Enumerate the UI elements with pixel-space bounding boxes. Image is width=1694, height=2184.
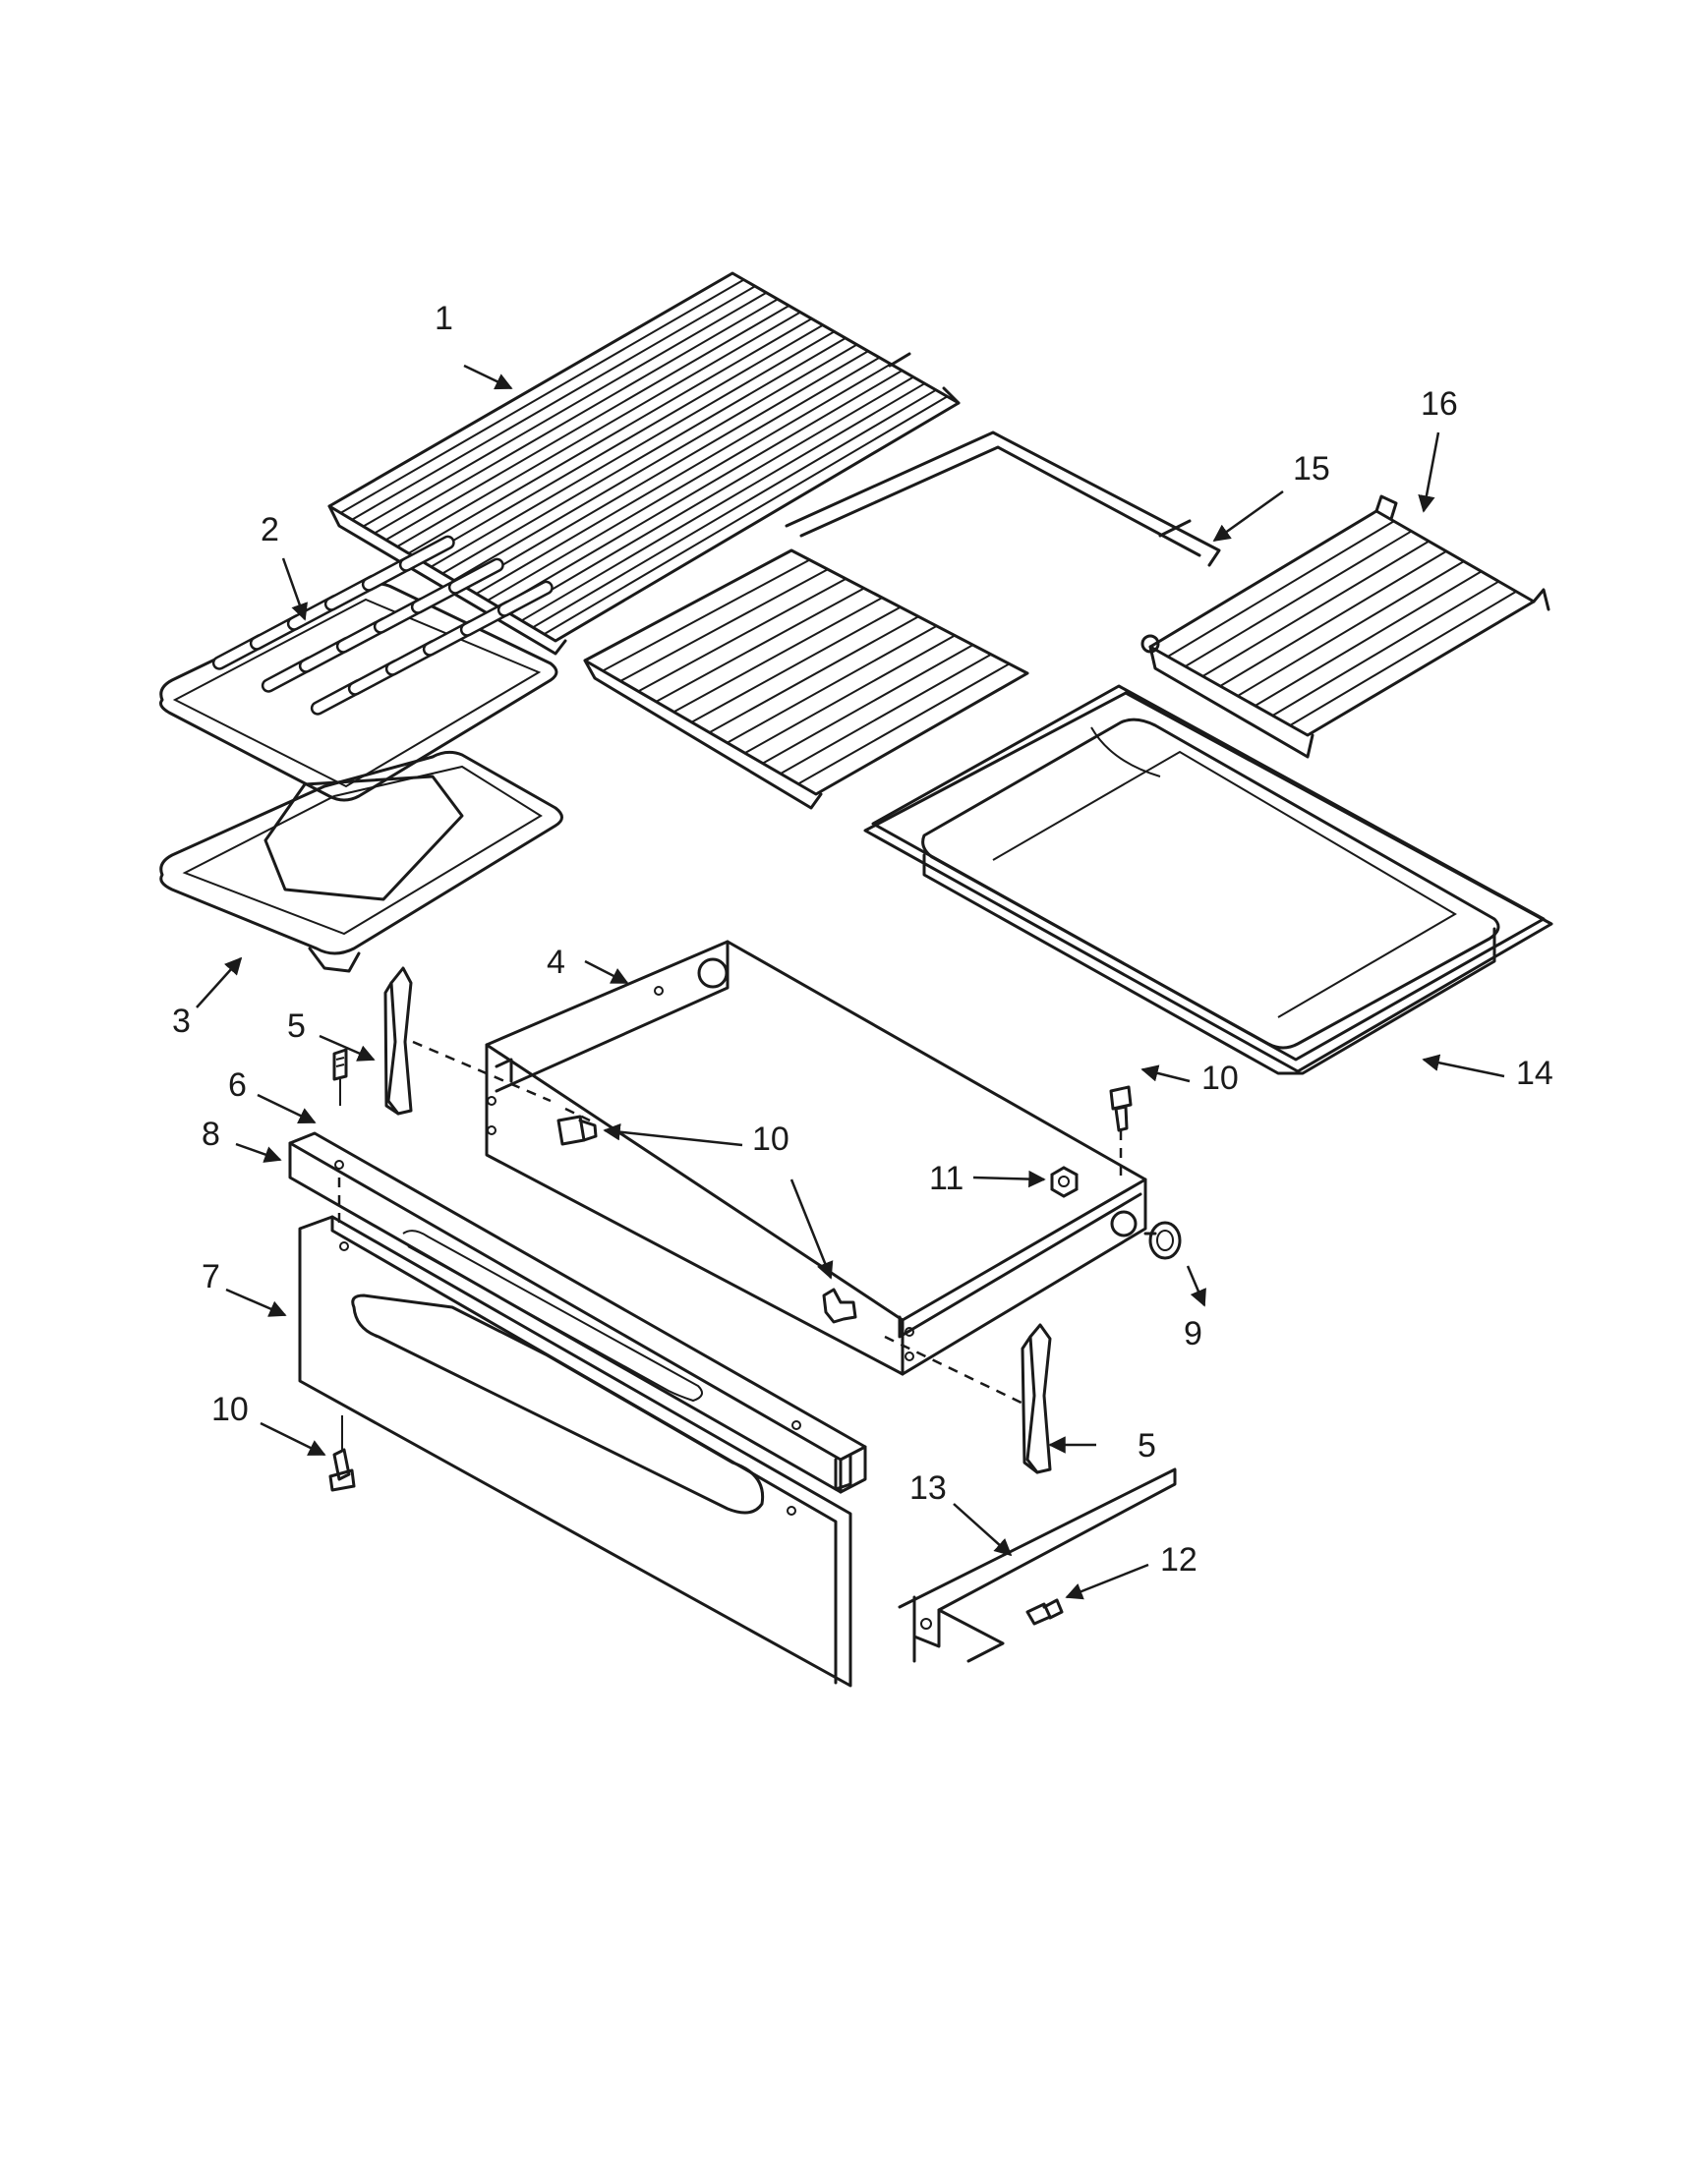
rack-bar	[1201, 540, 1430, 677]
callout-9: 9	[1184, 1315, 1202, 1352]
callout-15: 15	[1293, 450, 1330, 488]
callout-8: 8	[202, 1116, 220, 1153]
broiler-grid	[159, 535, 558, 802]
rack-bar	[384, 305, 790, 542]
rack-bar	[797, 662, 1011, 785]
callout-5-left: 5	[287, 1007, 306, 1045]
screw-top-left	[332, 1048, 348, 1106]
drawer-slide-right	[1021, 1323, 1052, 1474]
rack-bar	[475, 356, 881, 595]
rack-bar	[1271, 580, 1499, 717]
rack-bar	[497, 370, 904, 608]
screw-drawer-left	[556, 1115, 598, 1146]
rack-bar	[520, 382, 926, 622]
rack-bar	[709, 615, 919, 734]
rack-bar	[339, 278, 745, 514]
rail-screw	[1025, 1598, 1064, 1626]
rack-bar	[727, 625, 938, 744]
rack-bar	[509, 375, 914, 615]
leader-lines	[196, 364, 1505, 1600]
callout-4: 4	[547, 944, 565, 981]
rack-bar	[619, 568, 829, 682]
drawer-box	[485, 940, 1147, 1376]
rack-bar	[407, 317, 813, 554]
screw-drawer-right	[1109, 1085, 1133, 1132]
rack-bar	[396, 311, 801, 547]
rack-bar	[452, 343, 858, 582]
callout-labels: 1 2 3 4 5 5 6 7 8 9 10 10 10 10 11 12 13…	[172, 300, 1553, 1579]
callout-16: 16	[1421, 385, 1458, 423]
rack-bar	[672, 597, 883, 714]
callout-10-bottom-left: 10	[211, 1391, 249, 1428]
callout-12: 12	[1160, 1541, 1197, 1579]
callout-14: 14	[1516, 1055, 1553, 1092]
callout-1: 1	[435, 300, 453, 337]
rack-bar	[543, 395, 949, 636]
rack-bar	[744, 634, 956, 755]
rack-bar	[1219, 550, 1447, 687]
rack-bar	[780, 653, 992, 775]
broiler-slot	[497, 580, 554, 617]
rack-bar	[762, 644, 974, 765]
drawer-slide-left	[383, 966, 413, 1116]
rack-bar	[532, 388, 937, 629]
rack-bar	[464, 350, 869, 589]
rack-bar	[419, 323, 824, 561]
half-rack	[1140, 494, 1550, 759]
rack-bar	[487, 363, 892, 602]
callout-6: 6	[228, 1066, 247, 1104]
oven-rack	[327, 271, 961, 656]
broiler-pan	[159, 750, 563, 973]
drawer-roller	[1143, 1221, 1182, 1260]
slide-alignment-line-right	[884, 1335, 1028, 1408]
rack-bar	[637, 577, 847, 693]
rack-bar	[374, 298, 779, 535]
sliding-rack-shelf	[583, 548, 1029, 810]
broiler-slot	[398, 535, 455, 572]
broiler-slot	[447, 557, 504, 595]
rack-bar	[441, 337, 847, 575]
rack-bar	[1167, 520, 1395, 658]
callout-3: 3	[172, 1003, 191, 1040]
hex-nut	[1050, 1166, 1079, 1198]
screw-drawer-front	[822, 1288, 857, 1324]
rack-bar	[1255, 570, 1483, 707]
rack-bar	[1289, 590, 1517, 726]
rack-bar	[430, 330, 836, 568]
drawer-front-trim	[288, 1131, 867, 1494]
callout-5-right: 5	[1138, 1427, 1156, 1465]
rack-bar	[1237, 560, 1465, 697]
rear-rail	[898, 1467, 1177, 1663]
rack-bar	[690, 605, 902, 723]
callout-10-left-top: 10	[752, 1121, 789, 1158]
callout-11: 11	[929, 1160, 964, 1197]
rack-bar	[1185, 530, 1413, 667]
callout-10-right: 10	[1201, 1060, 1239, 1097]
drawer-panel	[298, 1215, 852, 1688]
sliding-rack-frame	[785, 431, 1221, 567]
callout-2: 2	[261, 511, 279, 548]
rack-bar	[655, 587, 865, 703]
storage-drawer-pan	[863, 684, 1553, 1075]
screw-bottom-left	[328, 1415, 356, 1492]
rack-bar	[362, 291, 768, 528]
rack-bar	[602, 558, 810, 672]
callout-7: 7	[202, 1258, 220, 1295]
rack-bar	[351, 285, 756, 521]
slide-alignment-line-left	[412, 1040, 591, 1122]
callout-13: 13	[909, 1469, 947, 1507]
